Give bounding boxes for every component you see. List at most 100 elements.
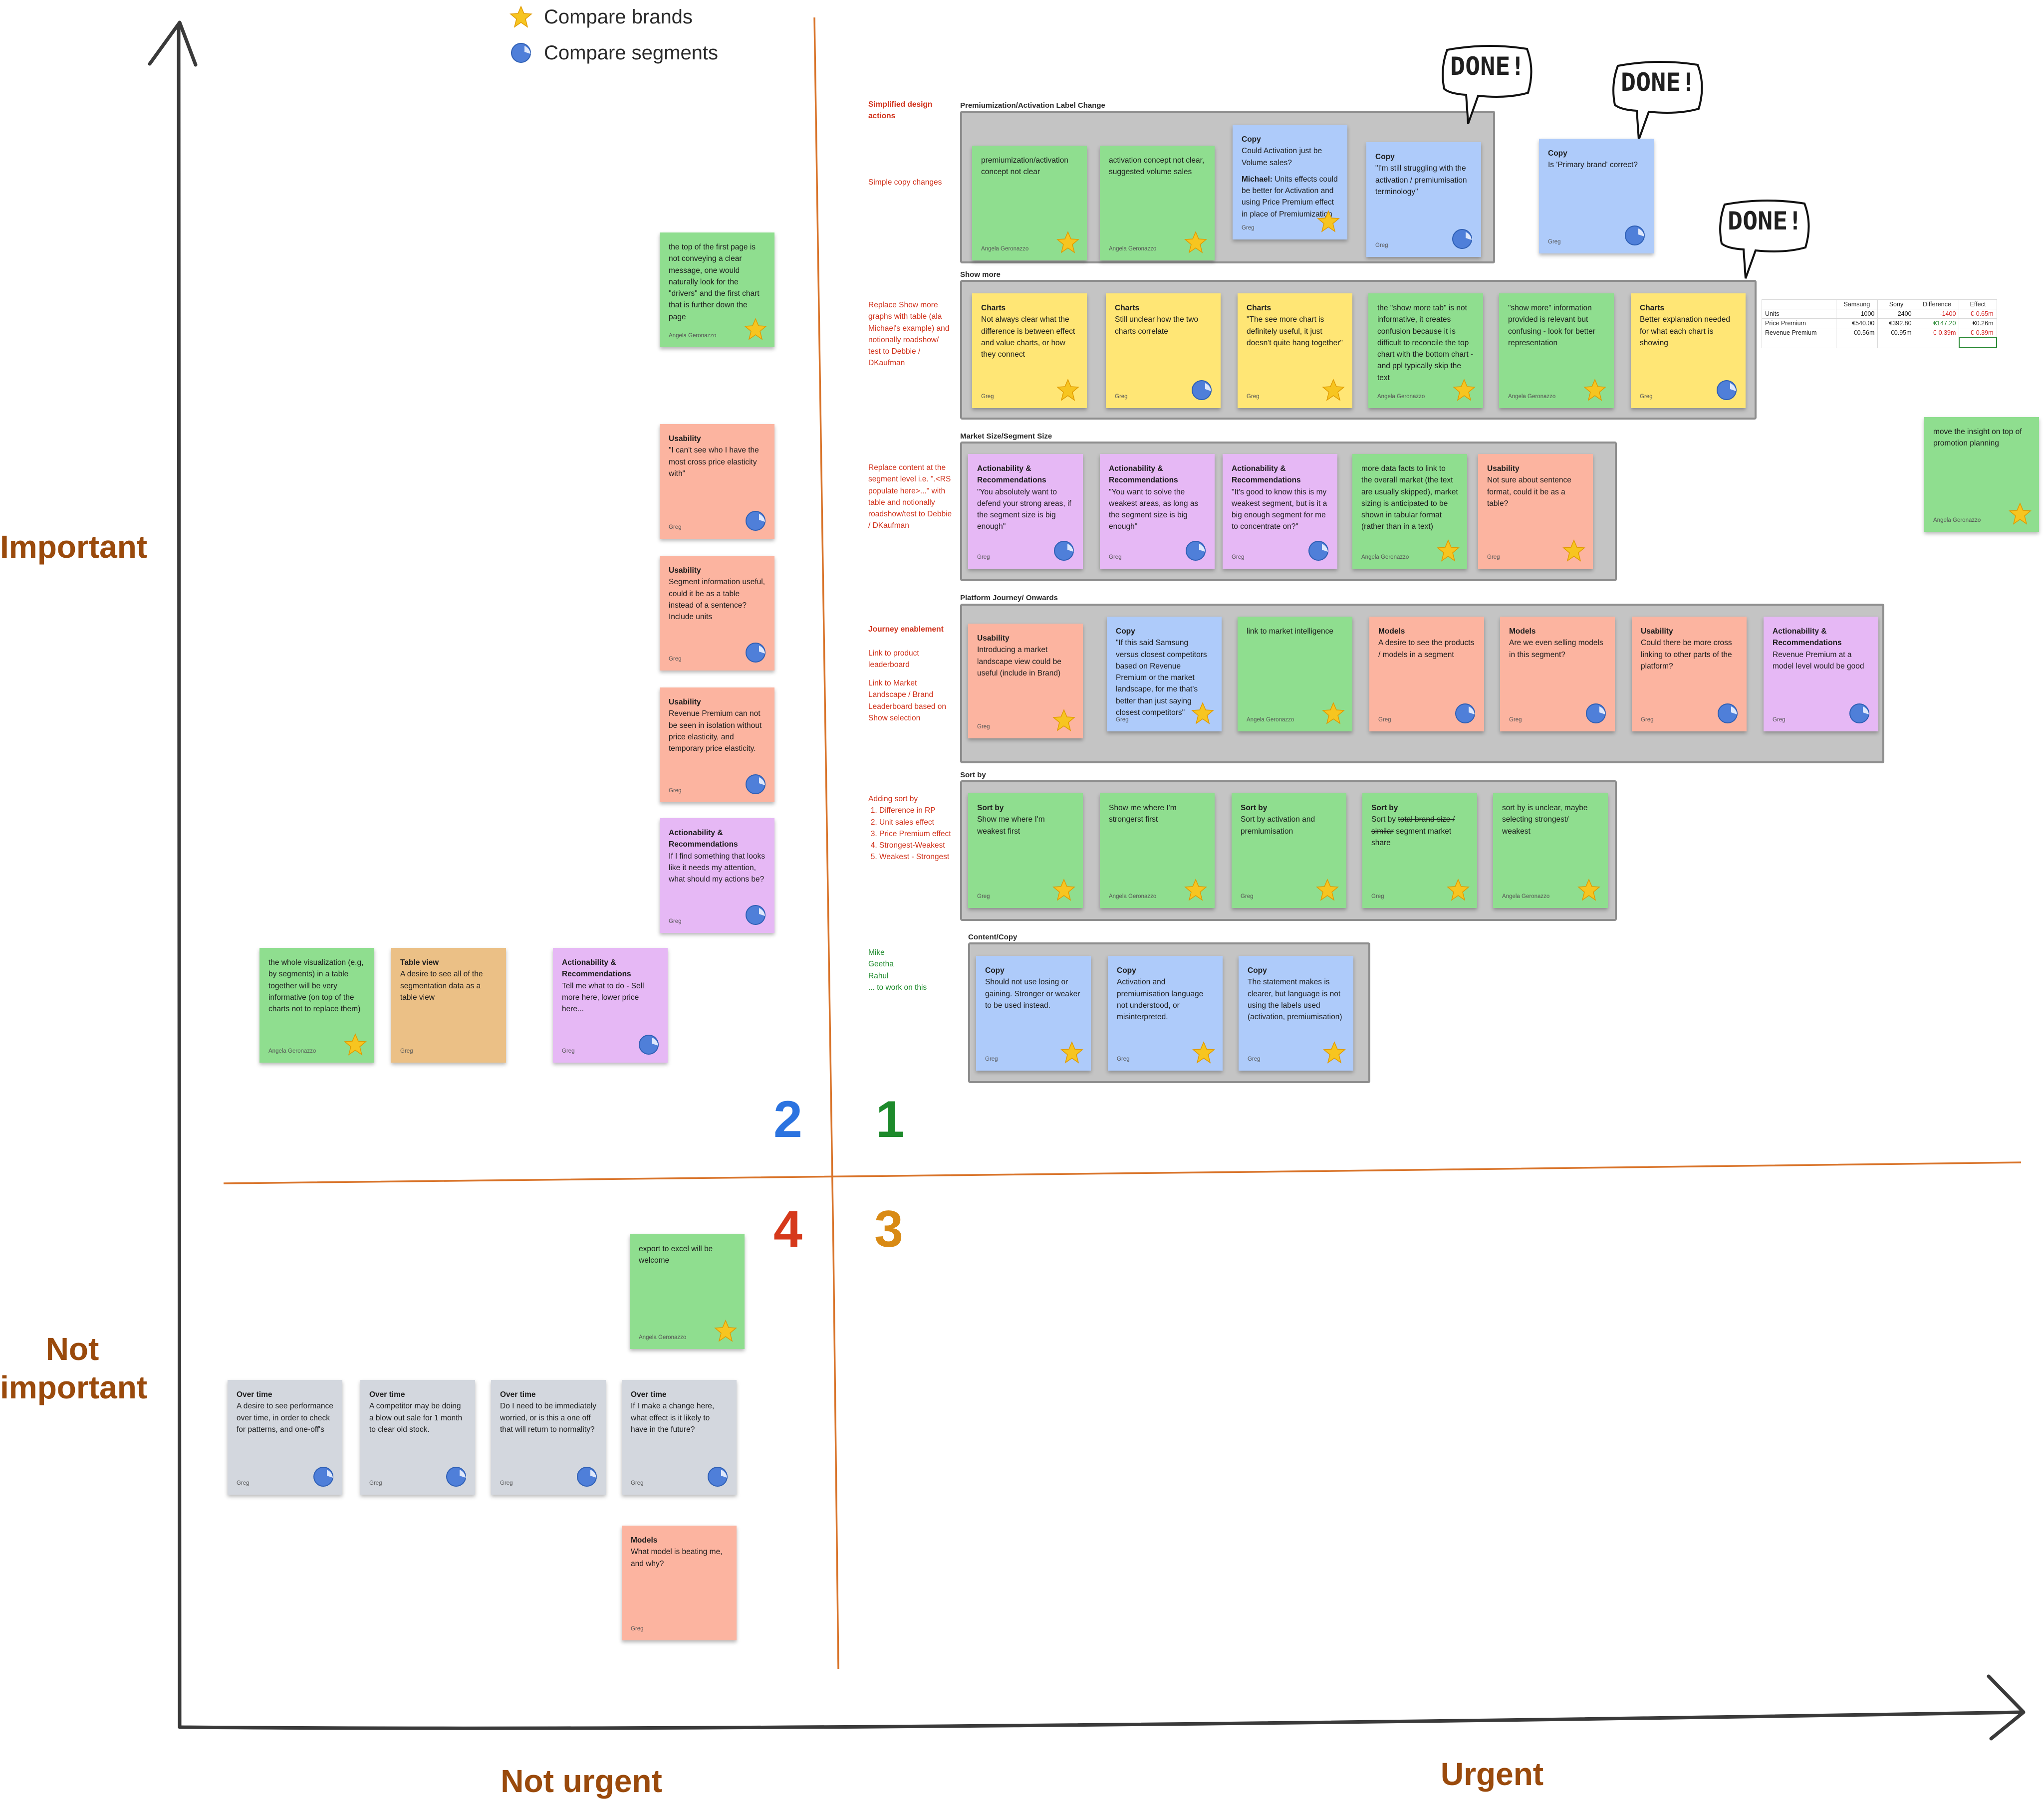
segment-icon — [1717, 380, 1737, 400]
note-author: Greg — [1640, 393, 1653, 400]
note-body: The statement makes is clearer, but lang… — [1248, 978, 1342, 1021]
note-author: Greg — [981, 393, 994, 400]
note-author: Greg — [1109, 554, 1122, 560]
sticky-note[interactable]: sort by is unclear, maybe selecting stro… — [1493, 793, 1608, 908]
y-axis-arrowhead — [148, 20, 198, 67]
sticky-note[interactable]: the top of the first page is not conveyi… — [660, 232, 774, 347]
note-body: Segment information useful, could it be … — [669, 578, 765, 621]
sticky-note[interactable]: premiumization/activation concept not cl… — [972, 146, 1087, 260]
sticky-note[interactable]: Charts"The see more chart is definitely … — [1238, 293, 1352, 408]
table-row: Units 1000 2400 -1400 €-0.65m — [1762, 309, 1997, 319]
note-title: Copy — [1117, 966, 1136, 975]
note-author: Greg — [1378, 716, 1391, 723]
note-body: "You absolutely want to defend your stro… — [977, 487, 1071, 531]
group-label-premiumization: Premiumization/Activation Label Change — [960, 101, 1105, 110]
table-cell: 2400 — [1877, 309, 1915, 319]
note-body: A desire to see the products / models in… — [1378, 639, 1475, 659]
note-title: Usability — [1487, 464, 1520, 473]
note-author: Greg — [1371, 893, 1384, 900]
table-cell: €0.95m — [1877, 328, 1915, 338]
note-author: Angela Geronazzo — [1109, 245, 1157, 252]
star-icon — [1322, 379, 1345, 401]
side-note-segment-level: Replace content at the segment level i.e… — [868, 463, 952, 530]
note-title: Models — [631, 1536, 658, 1545]
team-member: Rahul — [868, 971, 889, 980]
segment-icon — [746, 511, 766, 531]
sticky-note[interactable]: Copy"I'm still struggling with the activ… — [1366, 142, 1481, 257]
note-body: the top of the first page is not conveyi… — [669, 243, 760, 321]
sticky-note[interactable]: Actionability & Recommendations"You want… — [1100, 454, 1215, 569]
segment-icon — [1455, 703, 1475, 723]
label-urgent: Urgent — [1440, 1756, 1544, 1792]
note-author: Greg — [1641, 716, 1654, 723]
note-author: Greg — [977, 554, 990, 560]
sticky-note[interactable]: the whole visualization (e.g, by segment… — [259, 948, 374, 1063]
sticky-note[interactable]: Copy"If this said Samsung versus closest… — [1107, 617, 1222, 731]
sticky-note[interactable]: activation concept not clear, suggested … — [1100, 146, 1215, 260]
note-title: Charts — [1247, 304, 1272, 312]
sort-option: Price Premium effect — [879, 828, 953, 840]
sticky-note[interactable]: Actionability & Recommendations"It's goo… — [1223, 454, 1337, 569]
note-title: Charts — [981, 304, 1006, 312]
note-author: Greg — [985, 1056, 998, 1062]
quadrant-3-number: 3 — [874, 1200, 903, 1258]
note-body: "I'm still struggling with the activatio… — [1375, 164, 1467, 196]
note-text: Sort by — [1371, 815, 1398, 824]
sticky-note[interactable]: move the insight on top of promotion pla… — [1924, 417, 2039, 532]
note-author: Greg — [631, 1480, 644, 1486]
star-icon — [1577, 879, 1600, 901]
note-mention: Michael: — [1242, 175, 1273, 184]
group-label-show-more: Show more — [960, 270, 1001, 279]
sticky-note[interactable]: "show more" information provided is rele… — [1499, 293, 1614, 408]
note-body: the whole visualization (e.g, by segment… — [268, 958, 364, 1013]
sticky-note[interactable]: Actionability & Recommendations"You abso… — [968, 454, 1083, 569]
note-author: Angela Geronazzo — [1508, 393, 1556, 400]
note-title: Sort by — [977, 804, 1004, 812]
sticky-note[interactable]: Usability"I can't see who I have the mos… — [660, 424, 774, 539]
note-author: Greg — [369, 1480, 382, 1486]
note-body: more data facts to link to the overall m… — [1361, 464, 1458, 531]
note-title: Charts — [1115, 304, 1140, 312]
table-cell: Price Premium — [1762, 318, 1836, 328]
star-icon — [1191, 702, 1214, 724]
note-body: "I can't see who I have the most cross p… — [669, 446, 759, 478]
segment-icon — [746, 643, 766, 663]
note-author: Greg — [1509, 716, 1522, 723]
table-cell: 1000 — [1835, 309, 1878, 319]
sticky-note[interactable]: more data facts to link to the overall m… — [1352, 454, 1467, 569]
sticky-note[interactable]: the "show more tab" is not informative, … — [1368, 293, 1483, 408]
table-row — [1762, 337, 1998, 348]
segment-icon — [746, 774, 766, 794]
